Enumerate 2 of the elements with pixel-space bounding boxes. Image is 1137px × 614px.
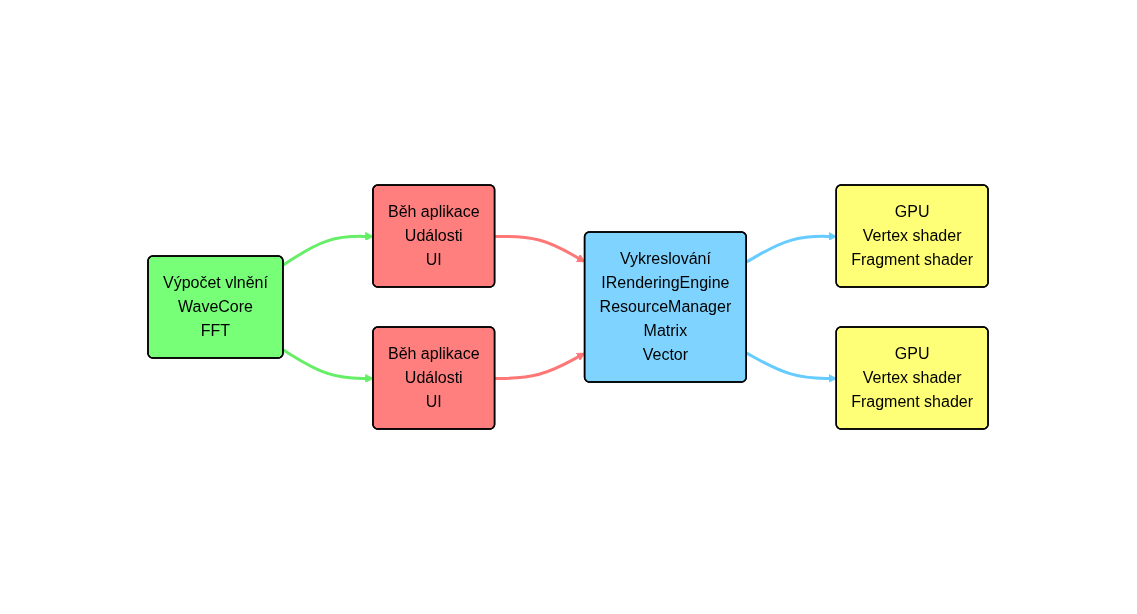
arrow <box>495 352 586 380</box>
arrow <box>495 234 586 263</box>
